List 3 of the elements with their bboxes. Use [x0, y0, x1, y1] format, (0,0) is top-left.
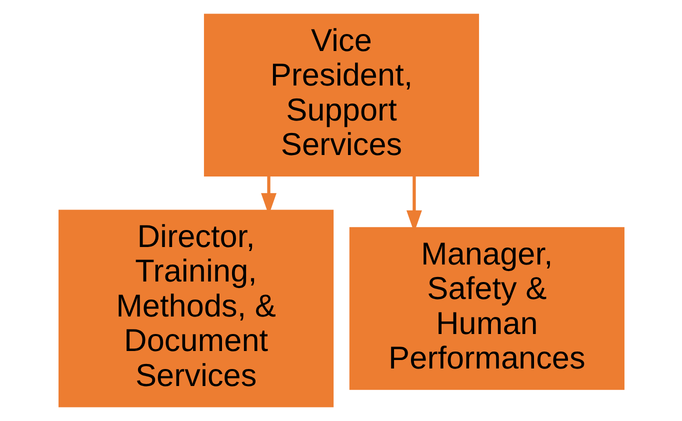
node-box: Manager, Safety & Human Performances — [348, 227, 624, 390]
node-box: Vice President, Support Services — [203, 14, 479, 176]
node-box: Director, Training, Methods, & Document Services — [58, 210, 334, 408]
